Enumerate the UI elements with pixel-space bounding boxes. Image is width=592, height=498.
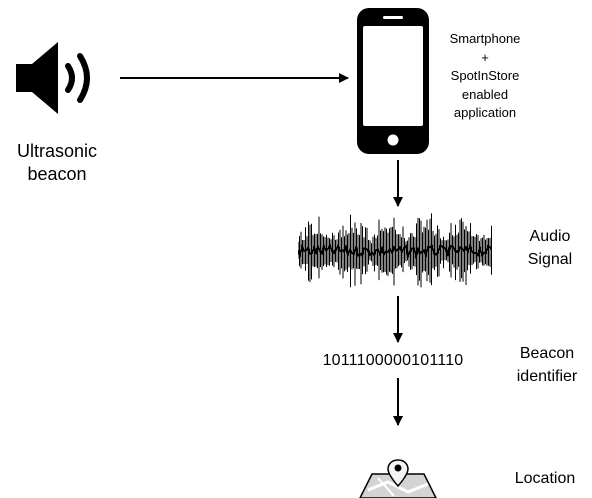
waveform-icon [298,213,492,288]
map-pin-icon [359,459,437,498]
beacon-label: Ultrasonic beacon [16,141,98,184]
beacon-identifier-label: Beacon identifier [516,345,578,385]
beacon-identifier-value: 1011100000101110 [322,352,464,369]
audio-signal-label: Audio Signal [527,228,573,268]
smartphone-icon [357,8,429,154]
smartphone-label: Smartphone + SpotInStore enabled applica… [449,31,521,120]
speaker-icon [16,42,90,114]
location-label: Location [514,470,576,487]
